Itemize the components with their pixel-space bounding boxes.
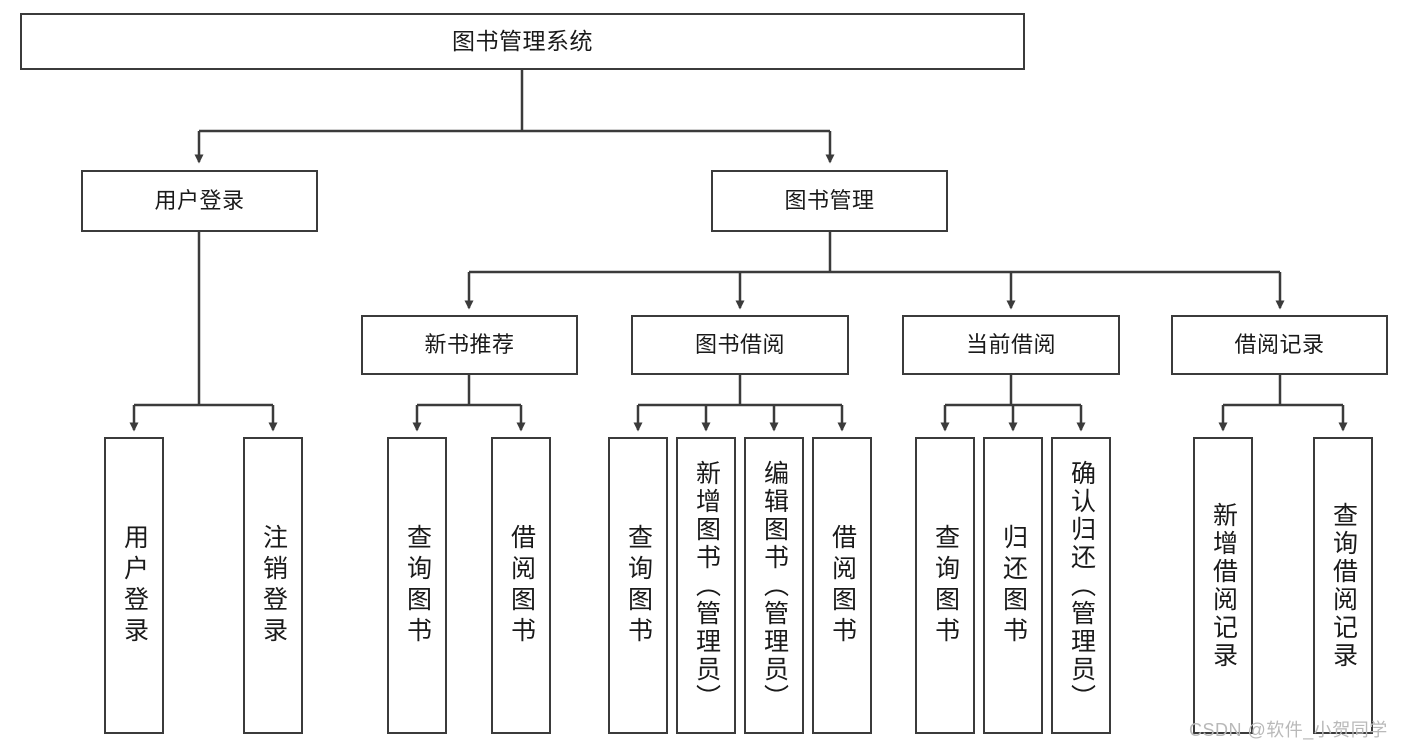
node-label: 用户登录 (154, 188, 245, 214)
node-leaf-confirm-return-admin[interactable]: 确认归还（管理员） (1051, 437, 1111, 734)
node-label: 查询图书 (403, 523, 432, 648)
node-label: 查询图书 (931, 523, 960, 648)
node-label: 新增借阅记录 (1209, 501, 1238, 670)
node-user-login[interactable]: 用户登录 (81, 170, 318, 232)
node-leaf-borrow-book-recommend[interactable]: 借阅图书 (491, 437, 551, 734)
node-leaf-query-book-borrow[interactable]: 查询图书 (608, 437, 668, 734)
node-label: 借阅图书 (828, 523, 857, 648)
node-leaf-return-book[interactable]: 归还图书 (983, 437, 1043, 734)
node-label: 确认归还（管理员） (1067, 459, 1096, 712)
node-label: 用户登录 (120, 523, 149, 648)
node-label: 查询图书 (624, 523, 653, 648)
node-leaf-query-book-recommend[interactable]: 查询图书 (387, 437, 447, 734)
node-current-borrow[interactable]: 当前借阅 (902, 315, 1120, 375)
node-label: 借阅图书 (507, 523, 536, 648)
node-label: 图书管理 (784, 188, 875, 214)
node-label: 新增图书（管理员） (692, 459, 721, 712)
node-label: 当前借阅 (965, 332, 1056, 358)
node-new-book-recommend[interactable]: 新书推荐 (361, 315, 578, 375)
node-root-system[interactable]: 图书管理系统 (20, 13, 1025, 70)
node-book-borrow[interactable]: 图书借阅 (631, 315, 849, 375)
node-leaf-add-borrow-record[interactable]: 新增借阅记录 (1193, 437, 1253, 734)
node-label: 归还图书 (999, 523, 1028, 648)
node-book-management[interactable]: 图书管理 (711, 170, 948, 232)
node-leaf-edit-book-admin[interactable]: 编辑图书（管理员） (744, 437, 804, 734)
node-label: 注销登录 (259, 523, 288, 648)
node-leaf-query-book-current[interactable]: 查询图书 (915, 437, 975, 734)
node-label: 借阅记录 (1234, 332, 1325, 358)
node-borrow-record[interactable]: 借阅记录 (1171, 315, 1388, 375)
node-leaf-add-book-admin[interactable]: 新增图书（管理员） (676, 437, 736, 734)
node-leaf-borrow-book[interactable]: 借阅图书 (812, 437, 872, 734)
node-leaf-query-borrow-record[interactable]: 查询借阅记录 (1313, 437, 1373, 734)
node-label: 图书管理系统 (452, 27, 593, 54)
node-label: 查询借阅记录 (1329, 501, 1358, 670)
node-label: 编辑图书（管理员） (760, 459, 789, 712)
csdn-watermark: CSDN @软件_小贺同学 (1189, 720, 1388, 740)
node-leaf-logout[interactable]: 注销登录 (243, 437, 303, 734)
node-label: 新书推荐 (424, 332, 515, 358)
node-label: 图书借阅 (694, 332, 785, 358)
node-leaf-user-login[interactable]: 用户登录 (104, 437, 164, 734)
